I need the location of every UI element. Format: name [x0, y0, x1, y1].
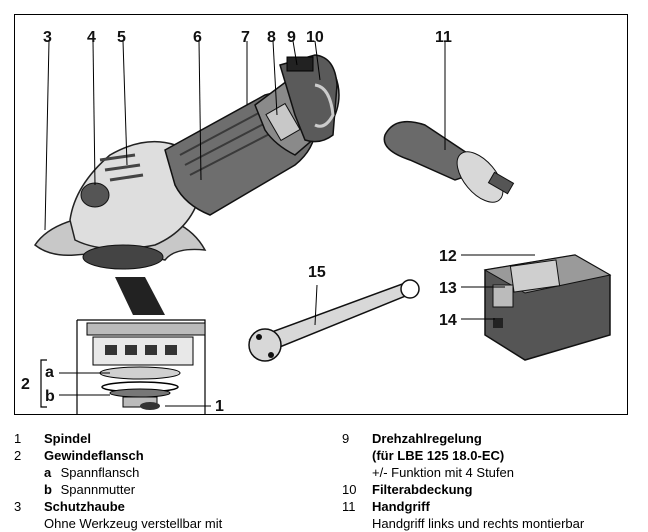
- callout-14: 14: [439, 312, 457, 329]
- callout-6: 6: [193, 29, 202, 46]
- callout-a: a: [45, 364, 54, 381]
- legend-item-3: 3 Schutzhaube: [14, 498, 314, 515]
- callout-5: 5: [117, 29, 126, 46]
- parts-legend-left: 1 Spindel 2 Gewindeflansch a Spannflansc…: [14, 430, 314, 532]
- angle-grinder-drawing: [35, 55, 339, 315]
- battery-pack-drawing: [485, 255, 610, 360]
- callout-1: 1: [215, 398, 224, 415]
- legend-item-1: 1 Spindel: [14, 430, 314, 447]
- callout-3: 3: [43, 29, 52, 46]
- legend-item-10: 10 Filterabdeckung: [342, 481, 642, 498]
- callout-b: b: [45, 388, 55, 405]
- callout-7: 7: [241, 29, 250, 46]
- callout-9: 9: [287, 29, 296, 46]
- callout-12: 12: [439, 248, 457, 265]
- callout-8: 8: [267, 29, 276, 46]
- legend-item-11: 11 Handgriff: [342, 498, 642, 515]
- legend-item-9-note: +/- Funktion mit 4 Stufen: [342, 464, 642, 481]
- legend-subitem-a: a Spannflansch: [14, 464, 314, 481]
- callout-4: 4: [87, 29, 96, 46]
- wrench-drawing: [249, 280, 419, 361]
- product-illustration: 3 4 5 6 7 8 9 10 11 12 13 14 15 2 a b 1: [14, 14, 628, 415]
- legend-item-2: 2 Gewindeflansch: [14, 447, 314, 464]
- exploded-view: 3 4 5 6 7 8 9 10 11 12 13 14 15 2 a b 1: [15, 15, 628, 415]
- parts-legend-right: 9 Drehzahlregelung (für LBE 125 18.0-EC)…: [342, 430, 642, 532]
- callout-10: 10: [306, 29, 324, 46]
- callout-11: 11: [435, 29, 452, 46]
- spindle-detail: [41, 320, 211, 415]
- legend-item-9-model: (für LBE 125 18.0-EC): [342, 447, 642, 464]
- legend-item-11-note: Handgriff links und rechts montierbar: [342, 515, 642, 532]
- legend-item-9: 9 Drehzahlregelung: [342, 430, 642, 447]
- callout-15: 15: [308, 264, 326, 281]
- legend-item-3-note: Ohne Werkzeug verstellbar mit: [14, 515, 314, 532]
- callout-2: 2: [21, 376, 30, 393]
- callout-13: 13: [439, 280, 457, 297]
- side-handle-drawing: [384, 122, 513, 211]
- legend-subitem-b: b Spannmutter: [14, 481, 314, 498]
